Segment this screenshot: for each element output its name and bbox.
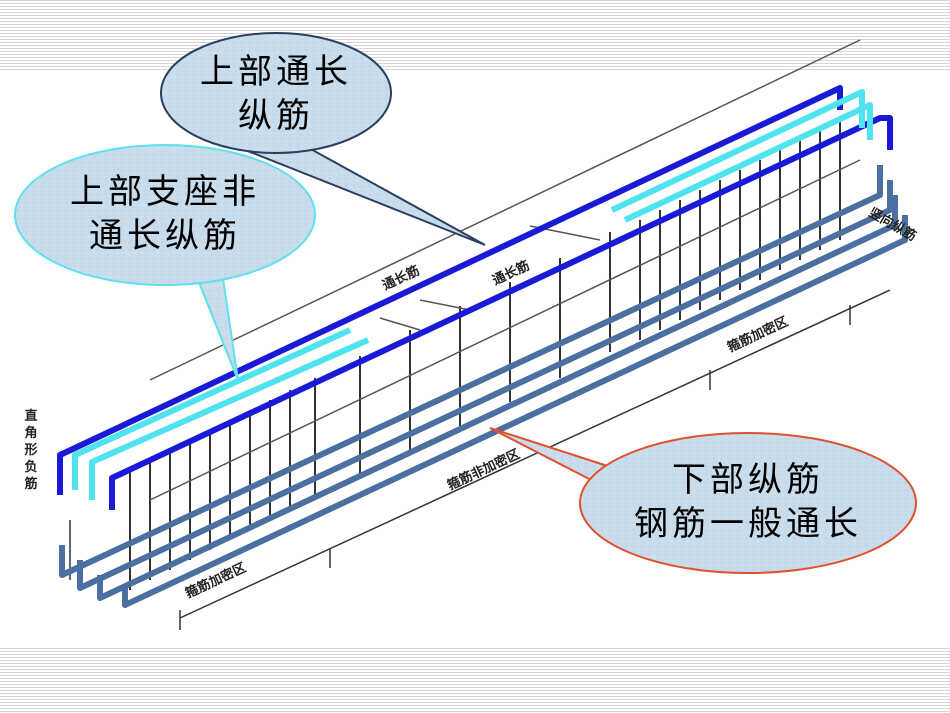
callout-top-continuous [160, 32, 486, 246]
callout-bottom-line1: 下部纵筋 [672, 460, 824, 500]
top-continuous-bars [57, 85, 893, 510]
callout-top-continuous-line2: 纵筋 [238, 96, 314, 136]
callout-bottom [489, 427, 917, 574]
bottom-longitudinal-bars [59, 165, 908, 608]
callout-top-support-line1: 上部支座非 [70, 172, 260, 212]
decorative-stripes-top [0, 0, 950, 70]
decorative-stripes-bottom [0, 648, 950, 713]
label-dense-zone-left: 箍筋加密区 [183, 560, 249, 602]
callout-top-continuous-text: 上部通长 纵筋 [171, 50, 381, 138]
callout-top-support-text: 上部支座非 通长纵筋 [30, 170, 300, 258]
label-non-dense-zone: 箍筋非加密区 [445, 446, 522, 493]
callout-top-continuous-line1: 上部通长 [200, 52, 352, 92]
callout-bottom-line2: 钢筋一般通长 [634, 504, 862, 544]
callout-top-support-line2: 通长纵筋 [89, 216, 241, 256]
callout-bottom-text: 下部纵筋 钢筋一般通长 [590, 458, 906, 546]
label-right-angle-bar: 直角形负筋 [24, 409, 38, 492]
top-support-bars [72, 89, 873, 500]
callout-top-support [14, 144, 316, 381]
